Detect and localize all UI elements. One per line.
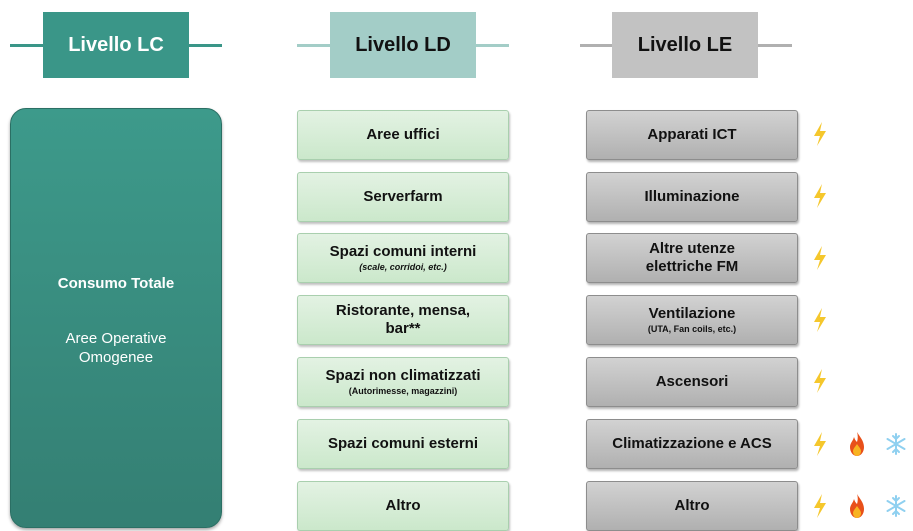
ld-item: Spazi comuni esterni [297,419,509,469]
ld-item-label: Aree uffici [366,126,440,143]
header-livello-lc: Livello LC [43,12,189,78]
le-item-label: Illuminazione [644,188,740,205]
le-item: Altro [586,481,798,531]
lightning-icon [814,308,826,332]
ld-item-sublabel: (Autorimesse, magazzini) [348,386,458,396]
le-item-label: Ventilazione [648,305,736,322]
ld-item: Spazi non climatizzati (Autorimesse, mag… [297,357,509,407]
lc-subtitle-line1: Aree Operative [65,330,167,347]
le-item-label: Apparati ICT [647,126,737,143]
ld-item: Spazi comuni interni (scale, corridoi, e… [297,233,509,283]
flame-icon [850,494,864,518]
ld-item-label: Ristorante, mensa, bar** [335,302,471,337]
le-item: Climatizzazione e ACS [586,419,798,469]
ld-item-label: Serverfarm [363,188,443,205]
ld-item: Serverfarm [297,172,509,222]
header-livello-ld: Livello LD [330,12,476,78]
ld-item: Altro [297,481,509,531]
le-item-sublabel: (UTA, Fan coils, etc.) [647,324,737,334]
flame-icon [850,432,864,456]
lc-total-box: Consumo Totale Aree Operative Omogenee [10,108,222,528]
lightning-icon [814,184,826,208]
ld-item-label: Spazi comuni esterni [327,435,479,452]
le-item: Apparati ICT [586,110,798,160]
snowflake-icon [886,495,906,517]
snowflake-icon [886,433,906,455]
le-item-label: Climatizzazione e ACS [612,435,772,452]
lightning-icon [814,122,826,146]
le-item: Ventilazione (UTA, Fan coils, etc.) [586,295,798,345]
ld-item: Aree uffici [297,110,509,160]
le-item: Illuminazione [586,172,798,222]
ld-item: Ristorante, mensa, bar** [297,295,509,345]
ld-item-label: Spazi comuni interni [329,243,477,260]
le-item-label: Ascensori [655,373,729,390]
lightning-icon [814,369,826,393]
le-item: Ascensori [586,357,798,407]
lightning-icon [814,494,826,518]
ld-item-sublabel: (scale, corridoi, etc.) [359,262,447,272]
header-livello-le: Livello LE [612,12,758,78]
lc-subtitle: Aree Operative Omogenee [11,329,221,367]
le-item-label: Altro [674,497,710,514]
lc-subtitle-line2: Omogenee [78,349,154,366]
le-item: Altre utenze elettriche FM [586,233,798,283]
lc-title: Consumo Totale [57,275,175,292]
lightning-icon [814,246,826,270]
le-item-label: Altre utenze elettriche FM [645,240,739,275]
ld-item-label: Altro [385,497,421,514]
ld-item-label: Spazi non climatizzati [325,367,481,384]
lightning-icon [814,432,826,456]
